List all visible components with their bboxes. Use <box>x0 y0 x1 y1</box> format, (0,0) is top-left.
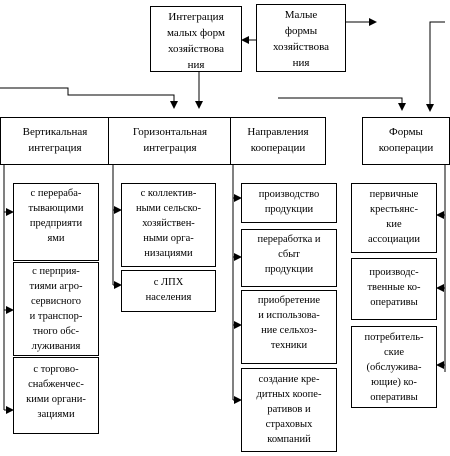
vertical-item: с перприя- тиями агро- сервисного и тран… <box>13 262 99 356</box>
horizontal-integration-header: Горизонтальная интеграция <box>108 117 232 165</box>
line-to-vertical <box>0 87 175 108</box>
cooperation-forms-header: Формы кооперации <box>362 117 450 165</box>
vertical-item: с перераба- тывающими предприяти ями <box>13 183 99 261</box>
direction-item: производство продукции <box>241 183 337 223</box>
integration-box: Интеграция малых форм хозяйствова ния <box>150 6 242 72</box>
vertical-item: с торгово- снабженчес- кими органи- заци… <box>13 357 99 434</box>
vertical-integration-header: Вертикальная интеграция <box>0 117 110 165</box>
form-item: производс- твенные ко- оперативы <box>351 258 437 320</box>
horizontal-item: с ЛПХ населения <box>121 270 216 312</box>
cooperation-directions-header: Направления кооперации <box>230 117 326 165</box>
line-to-forms-right <box>429 21 445 108</box>
direction-item: переработка и сбыт продукции <box>241 229 337 287</box>
direction-item: создание кре- дитных коопе- ративов и ст… <box>241 368 337 452</box>
small-forms-box: Малые формы хозяйствова ния <box>256 4 346 72</box>
horizontal-item: с коллектив- ными сельско- хозяйствен- н… <box>121 183 216 267</box>
line-to-forms-left <box>278 97 403 108</box>
form-item: потребитель- ские (обслужива- ющие) ко- … <box>351 326 437 408</box>
form-item: первичные крестьянс- кие ассоциации <box>351 183 437 253</box>
direction-item: приобретение и использова- ние сельхоз- … <box>241 290 337 364</box>
